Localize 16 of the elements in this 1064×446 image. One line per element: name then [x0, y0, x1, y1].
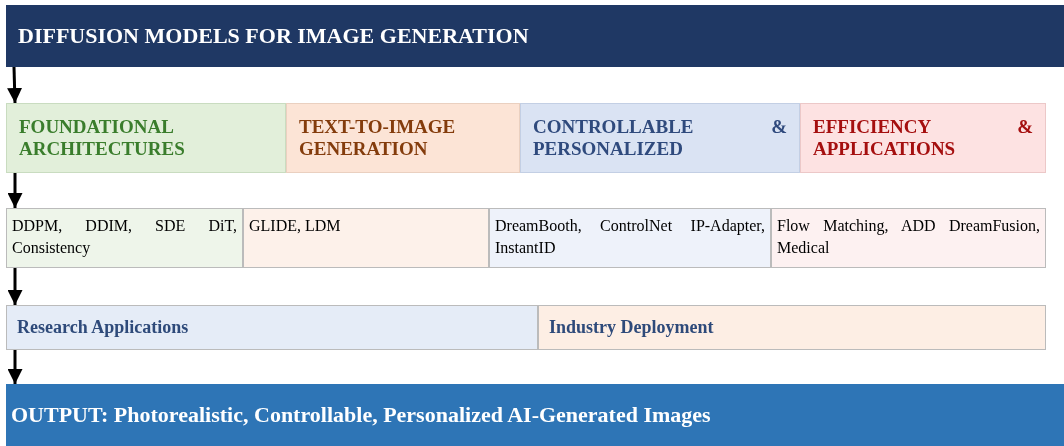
- arrow: [7, 173, 23, 208]
- title-banner: DIFFUSION MODELS FOR IMAGE GENERATION: [6, 5, 1064, 67]
- method-box: DDPM, DDIM, SDE DiT, Consistency: [6, 208, 243, 268]
- arrow: [7, 350, 23, 384]
- arrow: [7, 268, 23, 305]
- layer-box: Research Applications: [6, 305, 538, 350]
- output-banner: OUTPUT: Photorealistic, Controllable, Personalized AI-Generated Images: [6, 384, 1064, 446]
- category-box: CONTROLLABLE & PERSONALIZED: [520, 103, 800, 173]
- method-box: GLIDE, LDM: [243, 208, 489, 268]
- method-box: DreamBooth, ControlNet IP-Adapter, InstantID: [489, 208, 771, 268]
- arrow: [7, 66, 23, 104]
- category-box: TEXT-TO-IMAGE GENERATION: [286, 103, 520, 173]
- method-box: Flow Matching, ADD DreamFusion, Medical: [771, 208, 1046, 268]
- category-box: EFFICIENCY & APPLICATIONS: [800, 103, 1046, 173]
- category-box: FOUNDATIONAL ARCHITECTURES: [6, 103, 286, 173]
- layer-box: Industry Deployment: [538, 305, 1046, 350]
